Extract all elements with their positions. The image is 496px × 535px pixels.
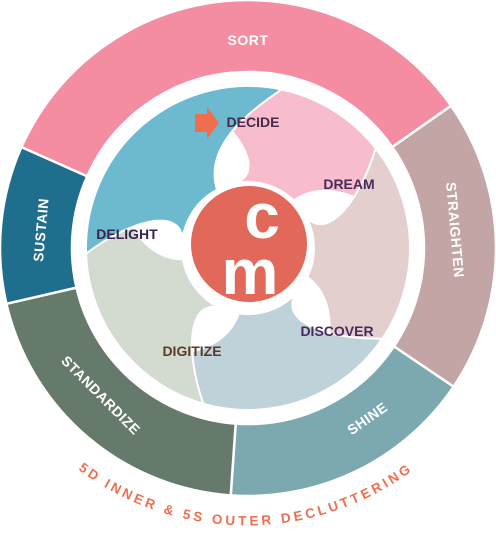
outer-ring [0, 0, 496, 498]
inner-label-delight: DELIGHT [96, 226, 158, 242]
inner-label-digitize: DIGITIZE [162, 343, 221, 359]
inner-label-discover: DISCOVER [300, 323, 373, 339]
inner-label-dream: DREAM [323, 176, 374, 192]
outer-label-sustain: SUSTAIN [30, 197, 52, 262]
arrow-right-icon [195, 107, 219, 139]
logo-letter-c: c [244, 180, 280, 252]
inner-ring [85, 84, 411, 412]
outer-segment-sustain [0, 145, 89, 306]
inner-ring-labels: DECIDE DREAM DISCOVER DIGITIZE DELIGHT [96, 114, 374, 359]
logo-letter-m: m [222, 236, 279, 308]
inner-label-decide: DECIDE [227, 114, 280, 130]
outer-label-sort: SORT [228, 32, 269, 48]
logo-circle [191, 186, 307, 302]
inner-segment-delight [85, 84, 285, 256]
logo: c m [191, 180, 307, 308]
